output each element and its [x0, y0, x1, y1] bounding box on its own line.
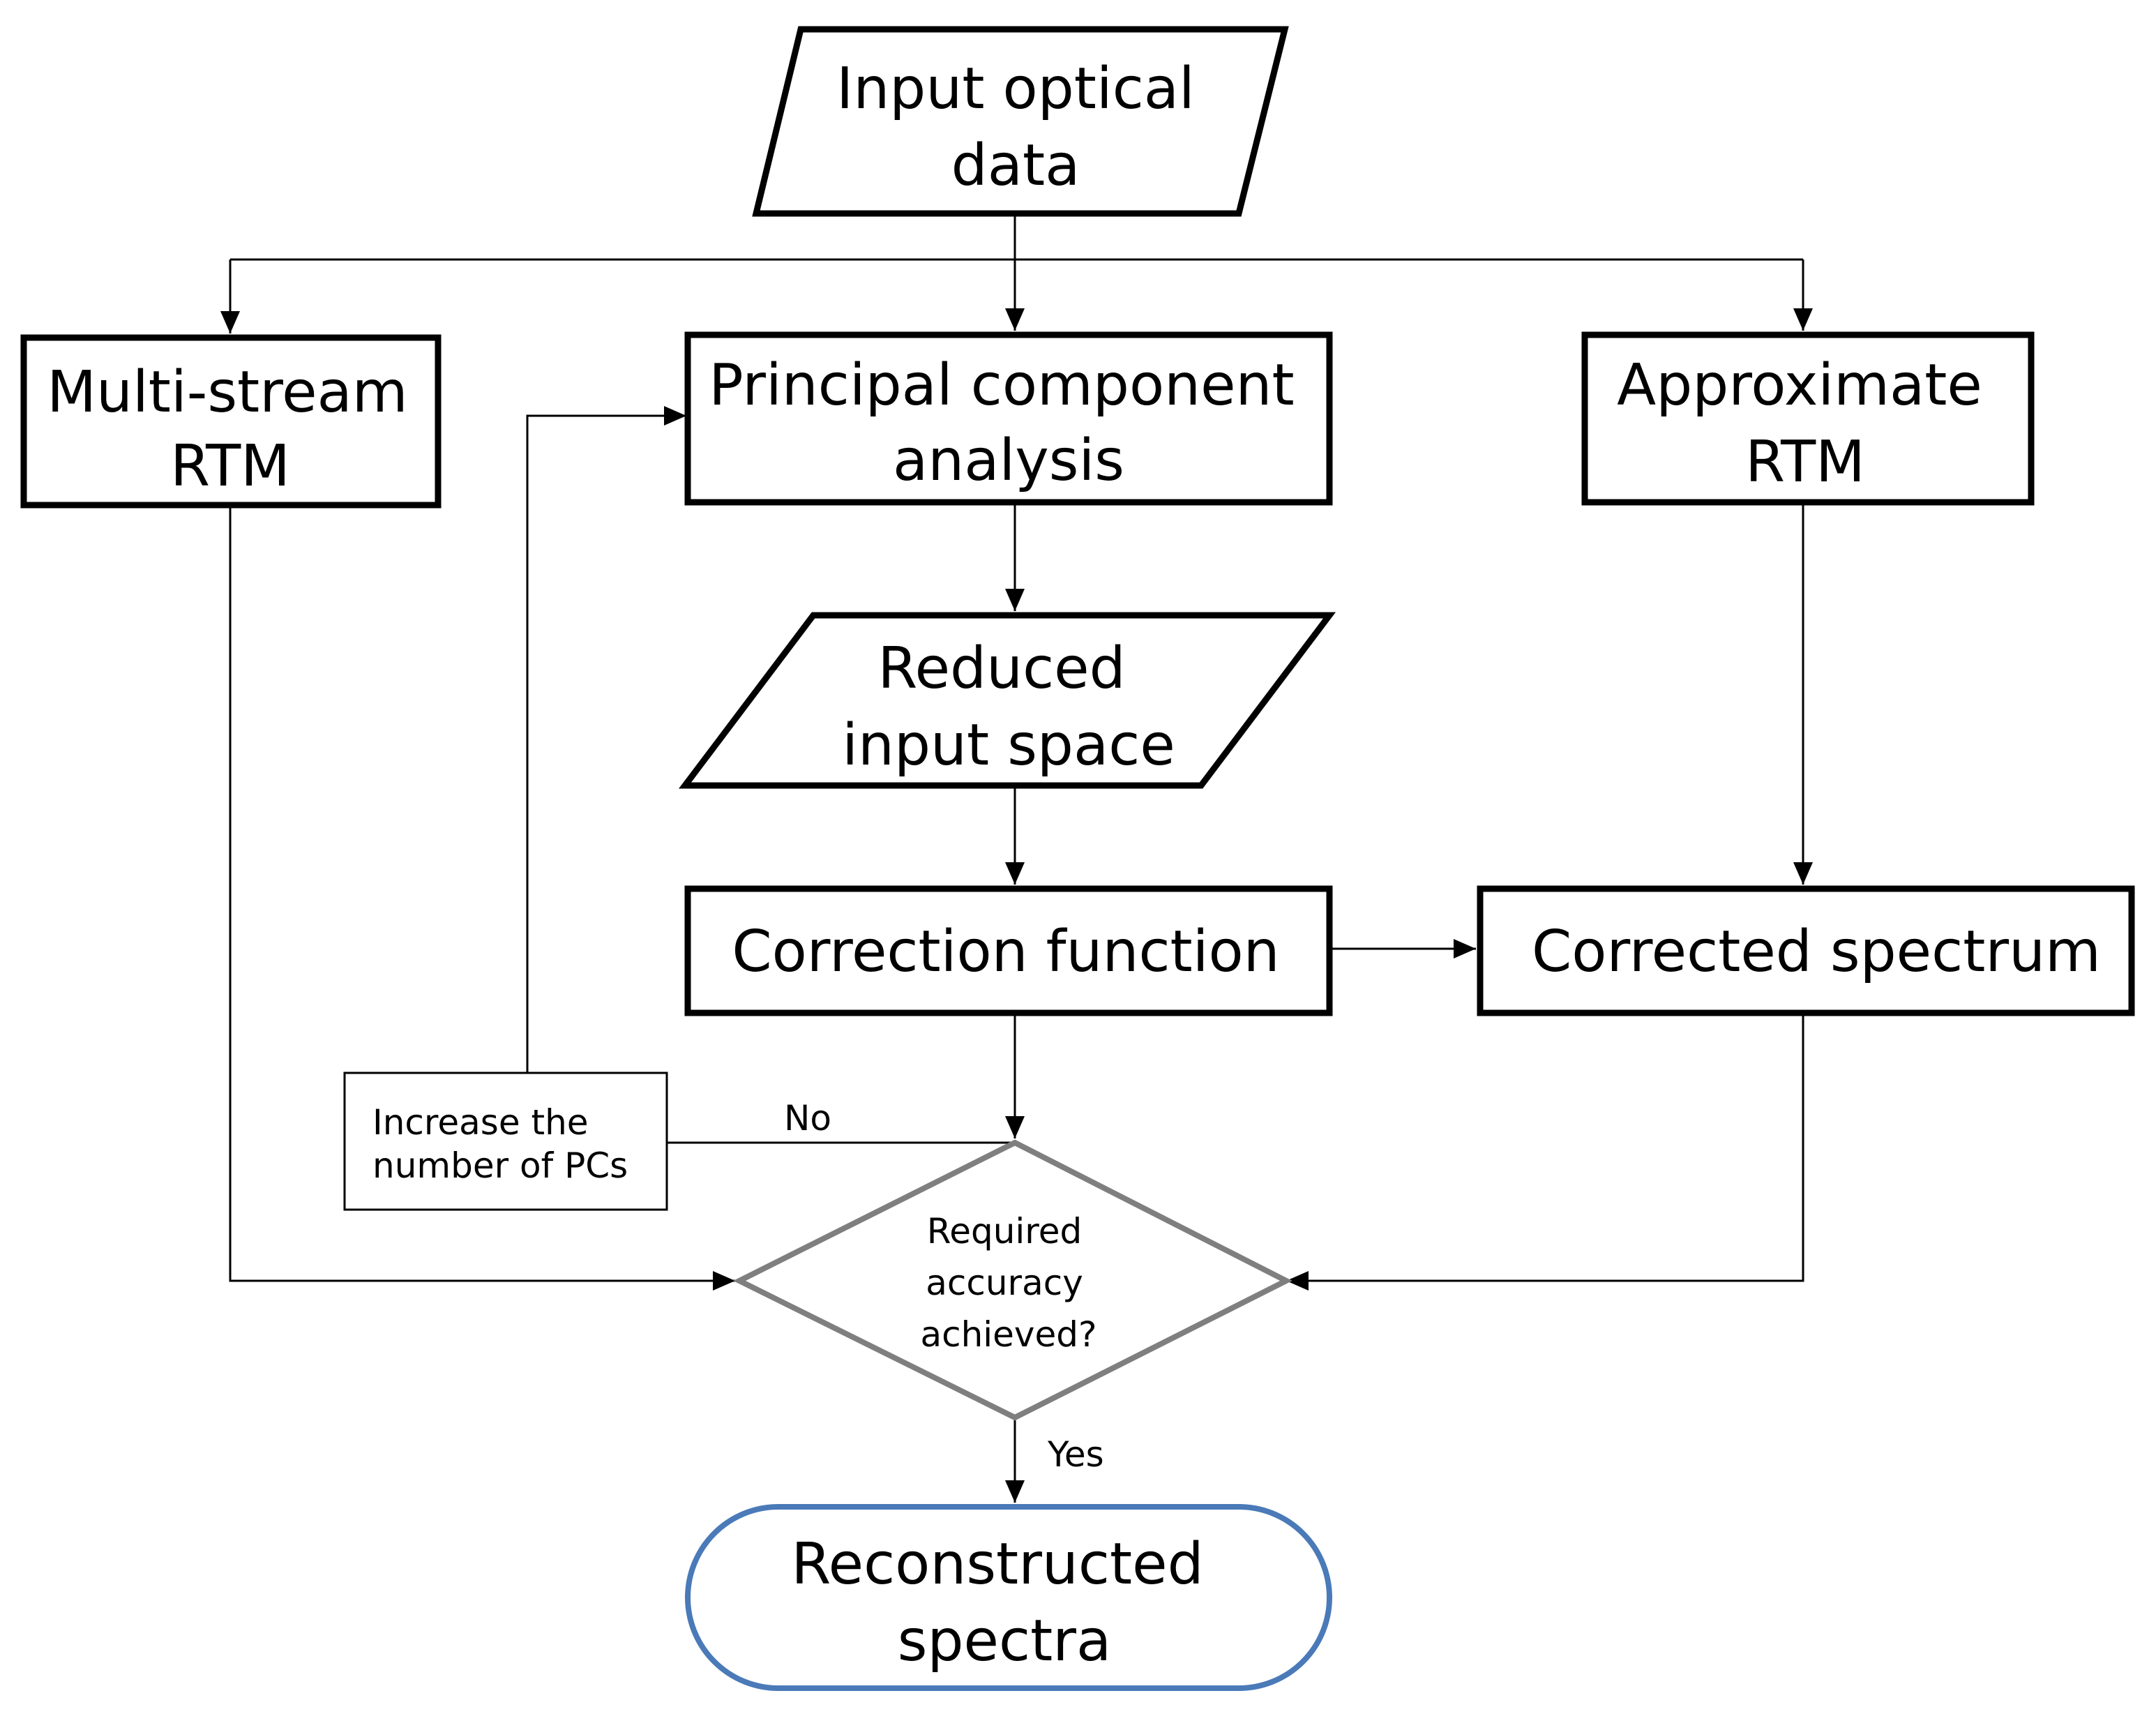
node-label: Required	[927, 1211, 1083, 1251]
edge-corrected-to-decision	[1286, 1013, 1804, 1291]
node-label: Multi-stream	[47, 359, 407, 426]
node-label: input space	[842, 712, 1175, 779]
node-label: Principal component	[709, 352, 1294, 419]
node-approximate-rtm: Approximate RTM	[1581, 331, 2035, 506]
edge-multistream-to-decision	[229, 505, 735, 1291]
node-label: Corrected spectrum	[1532, 919, 2101, 985]
node-label: Reconstructed	[791, 1531, 1203, 1598]
node-label: RTM	[1745, 429, 1865, 495]
node-label: Increase the	[372, 1102, 589, 1143]
node-decision: Required accuracy achieved?	[733, 1139, 1292, 1421]
node-pca: Principal component analysis	[684, 331, 1333, 506]
edge-label-yes: Yes	[1047, 1434, 1104, 1475]
node-label: number of PCs	[372, 1145, 628, 1186]
edge-increase-to-pca	[526, 406, 686, 1073]
node-label: Correction function	[732, 919, 1279, 985]
node-label: achieved?	[920, 1314, 1096, 1355]
node-correction-function: Correction function	[684, 885, 1333, 1016]
node-label: data	[951, 133, 1080, 199]
node-label: Input optical	[836, 56, 1195, 122]
node-increase-pcs: Increase the number of PCs	[343, 1072, 668, 1211]
node-label: analysis	[893, 428, 1124, 494]
node-multi-stream-rtm: Multi-stream RTM	[20, 334, 442, 509]
node-corrected-spectrum: Corrected spectrum	[1477, 885, 2135, 1016]
edge-label-no: No	[784, 1098, 831, 1138]
node-label: Approximate	[1617, 352, 1982, 419]
node-label: Reduced	[877, 636, 1125, 702]
node-label: spectra	[898, 1608, 1111, 1674]
edges	[220, 213, 1813, 1503]
node-reduced-input-space: Reduced input space	[678, 612, 1336, 789]
node-label: accuracy	[926, 1263, 1083, 1303]
node-label: RTM	[170, 433, 290, 499]
node-input-data: Input optical data	[752, 26, 1289, 217]
node-reconstructed-spectra: Reconstructed spectra	[685, 1504, 1332, 1691]
